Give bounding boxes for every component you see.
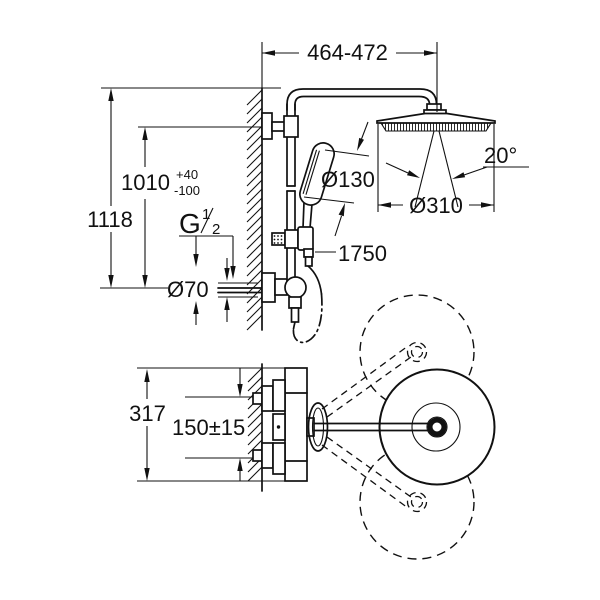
head-shower xyxy=(376,112,496,132)
thread-letter: G xyxy=(179,208,201,239)
hand-shower xyxy=(299,142,335,229)
head-shower-top-view xyxy=(307,368,496,486)
supply-connection-top xyxy=(252,392,263,405)
dim-riser-height: 1010 xyxy=(121,170,170,195)
supply-connection-bottom xyxy=(252,449,263,462)
dimension-annotations xyxy=(100,42,529,482)
dim-spray-angle: 20° xyxy=(484,143,517,168)
thread-numerator: 1 xyxy=(202,206,210,223)
dim-connection-distance: 150±15 xyxy=(172,415,245,440)
wall-section-upper xyxy=(246,87,263,331)
arm-boss xyxy=(306,417,315,437)
supply-stub xyxy=(217,282,263,298)
arm-hub xyxy=(427,417,447,437)
dimension-labels: 464-472 1118 1010 +40 -100 G 1 2 Ø70 Ø13… xyxy=(87,40,517,440)
diverter-valve xyxy=(261,272,307,323)
bracket-sleeve xyxy=(283,115,299,138)
dim-riser-tol-minus: -100 xyxy=(174,183,200,198)
swivel-position-down xyxy=(359,444,475,560)
dim-hand-shower-diameter: Ø130 xyxy=(321,167,375,192)
dim-riser-tol-plus: +40 xyxy=(176,167,198,182)
swivel-range xyxy=(321,294,475,560)
dim-supply-diameter: Ø70 xyxy=(167,277,209,302)
dim-hose-length: 1750 xyxy=(338,241,387,266)
spray-cone-lines xyxy=(414,130,459,208)
dim-head-diameter: Ø310 xyxy=(409,193,463,218)
diverter-knob xyxy=(284,276,307,299)
thread-denominator: 2 xyxy=(212,221,220,238)
valve-escutcheon xyxy=(261,272,276,303)
wall-section-lower xyxy=(247,363,263,492)
dim-total-height: 1118 xyxy=(87,207,133,232)
swivel-position-up xyxy=(359,294,475,410)
head-connector-upper xyxy=(426,103,442,111)
hand-shower-holder xyxy=(297,226,314,251)
shower-arm xyxy=(286,88,447,117)
spray-face xyxy=(380,122,492,132)
slide-clamp xyxy=(271,226,314,267)
riser-pipe xyxy=(283,103,299,279)
thermostat-body xyxy=(252,367,315,482)
arm-escutcheon-cone xyxy=(307,402,329,452)
dim-arm-projection: 464-472 xyxy=(307,40,388,65)
dim-body-length: 317 xyxy=(129,401,166,426)
